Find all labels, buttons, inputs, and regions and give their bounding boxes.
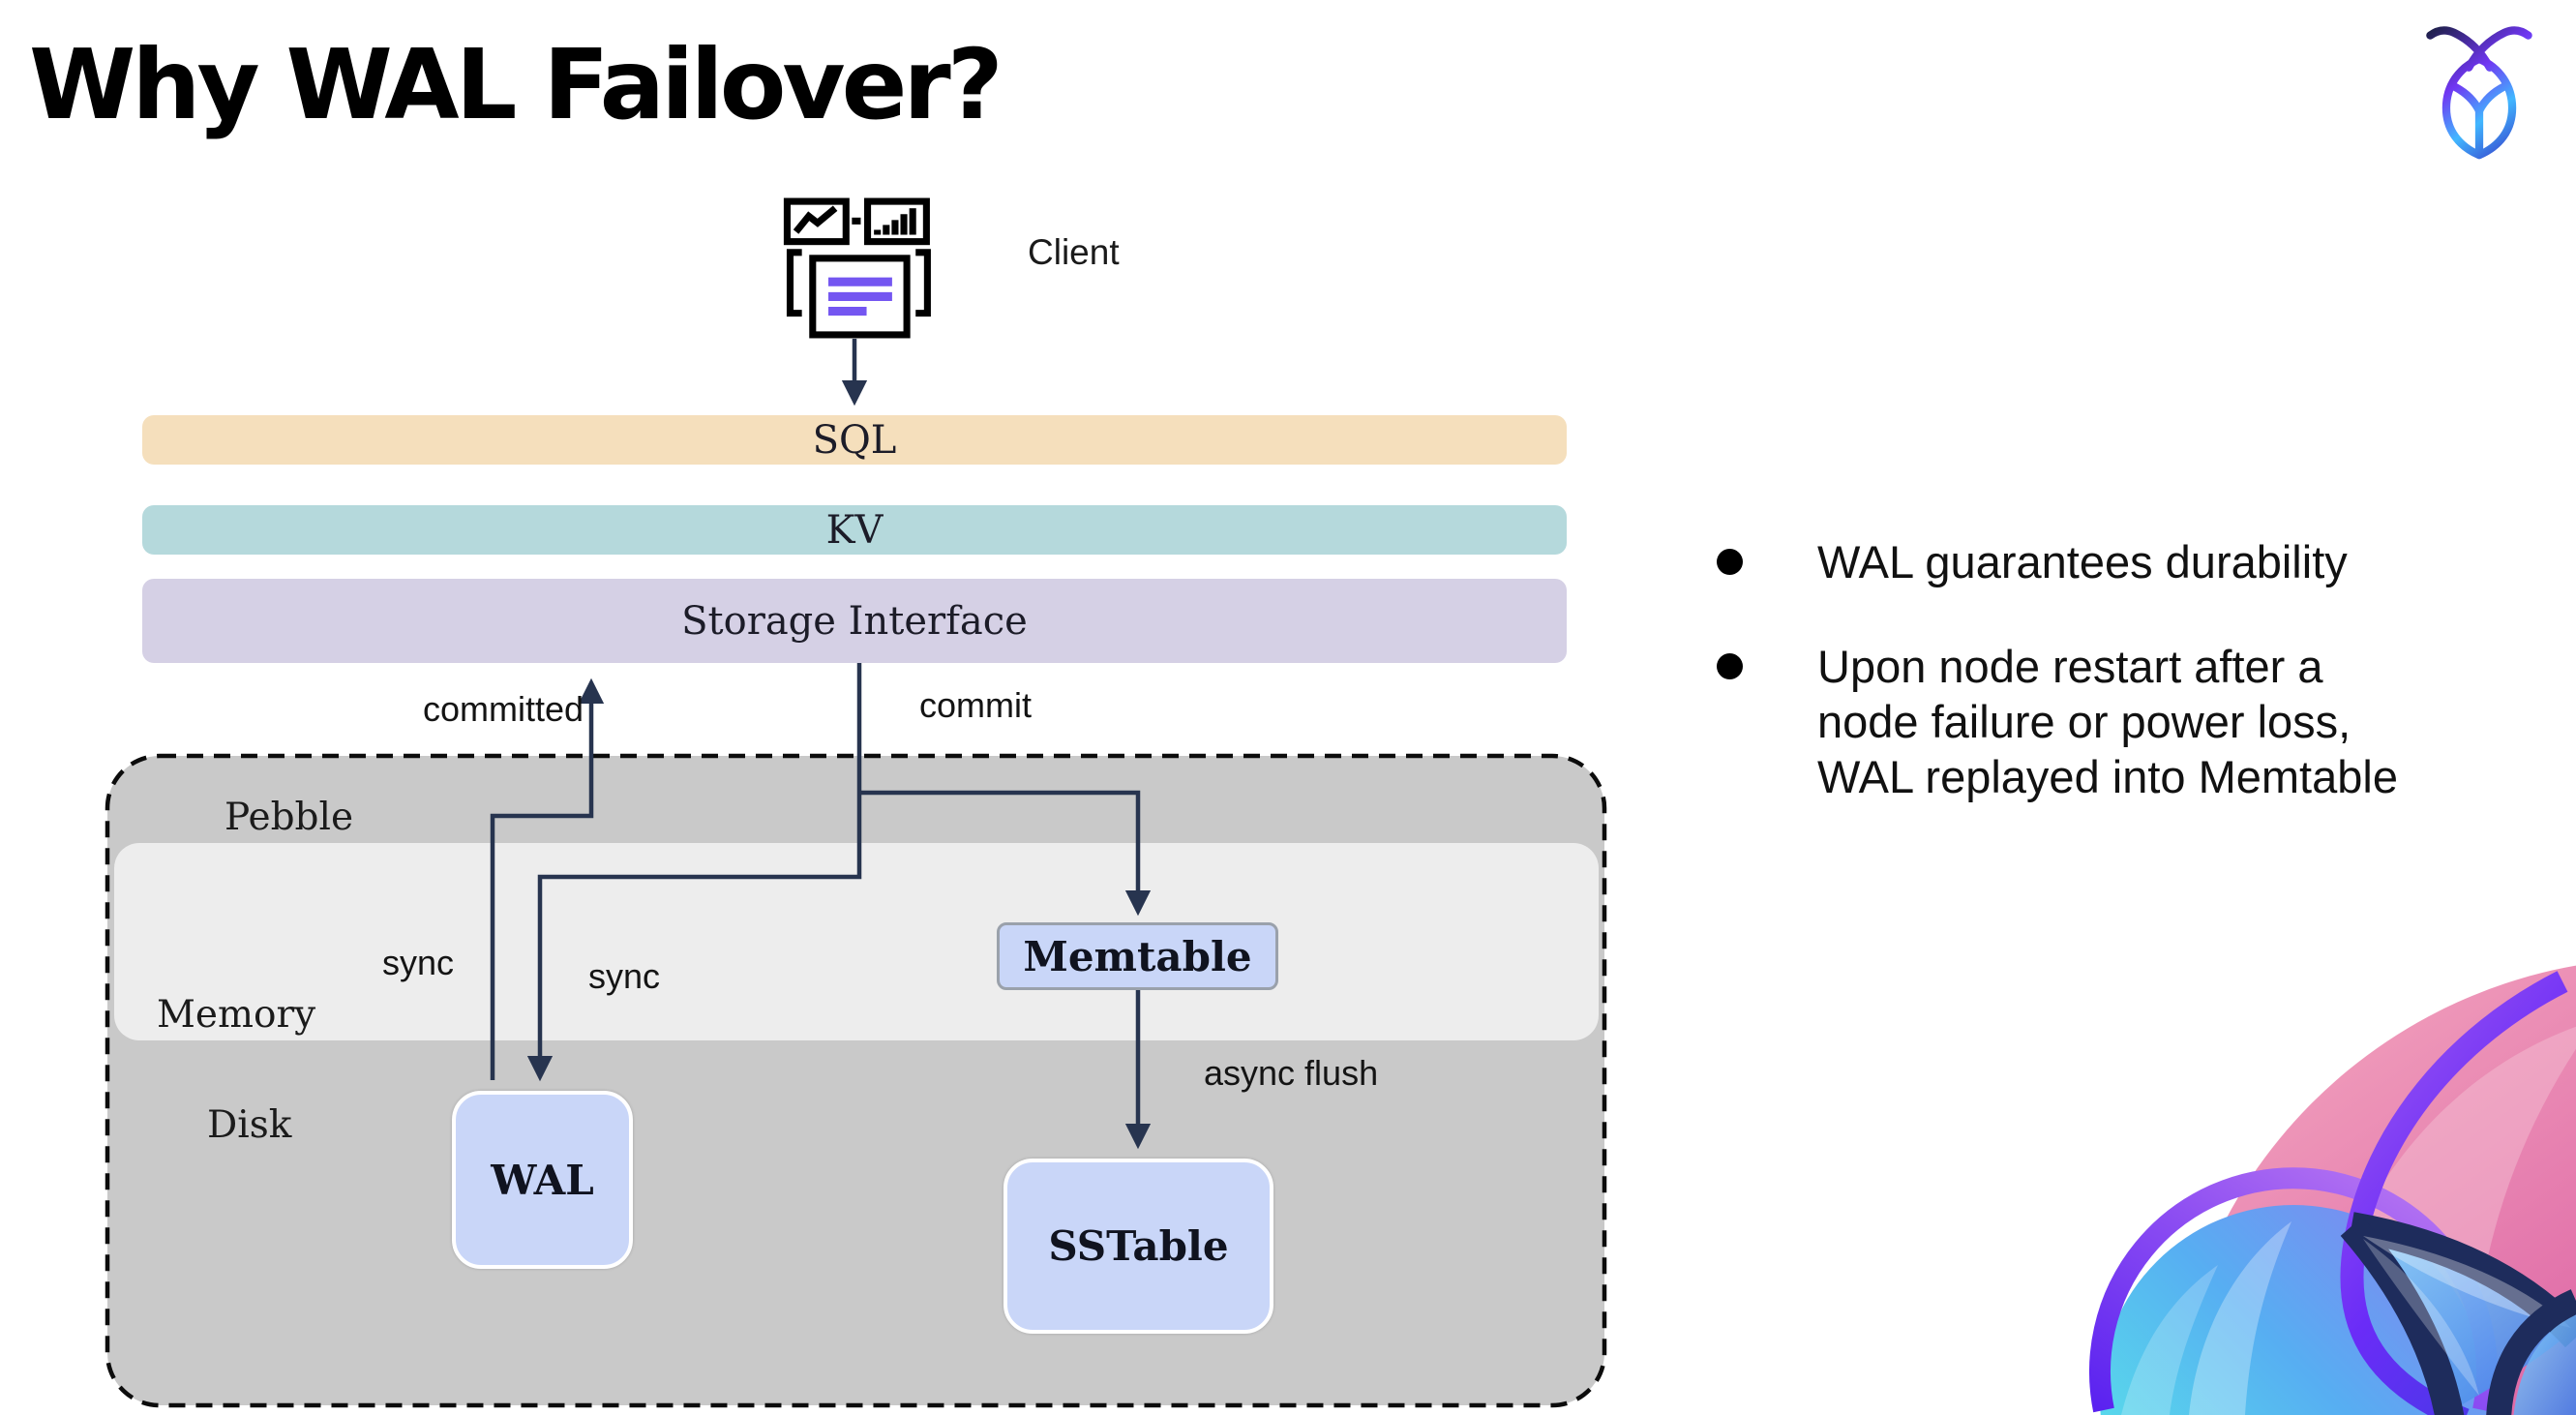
right-bracket-icon (915, 249, 931, 317)
bullet-list: WAL guarantees durability Upon node rest… (1715, 534, 2566, 804)
layer-bar-storage-interface: Storage Interface (142, 579, 1567, 663)
layer-label-storage-interface: Storage Interface (681, 598, 1028, 644)
layer-bar-sql: SQL (142, 415, 1567, 465)
line-chart-icon (783, 197, 850, 246)
wal-node-label: WAL (491, 1156, 594, 1204)
page-title: Why WAL Failover? (29, 28, 1003, 141)
edge-label-sync-up: sync (382, 943, 455, 982)
edge-label-sync-down: sync (588, 956, 661, 996)
memory-band (114, 843, 1599, 1040)
layer-label-sql: SQL (812, 417, 897, 463)
client-label: Client (1028, 232, 1120, 272)
bar-chart-icon (864, 197, 930, 246)
layer-bar-kv: KV (142, 505, 1567, 555)
sstable-node-label: SSTable (1048, 1222, 1229, 1270)
memtable-node-label: Memtable (1023, 932, 1252, 980)
pebble-label: Pebble (225, 796, 354, 839)
layer-label-kv: KV (825, 507, 884, 553)
pebble-container (105, 753, 1608, 1409)
edge-label-committed: committed (422, 689, 584, 729)
memtable-node: Memtable (997, 922, 1278, 990)
sstable-node: SSTable (1003, 1159, 1273, 1334)
bullet-item: Upon node restart after a node failure o… (1715, 639, 2566, 804)
cockroachdb-logo-icon (2408, 21, 2551, 163)
disk-region-label: Disk (207, 1103, 292, 1147)
bullet-item: WAL guarantees durability (1715, 534, 2566, 589)
client-workstation-icon (782, 196, 944, 341)
wal-node: WAL (452, 1091, 633, 1269)
brand-artwork-decoration (1899, 931, 2576, 1415)
edge-label-async-flush: async flush (1204, 1053, 1379, 1093)
left-bracket-icon (786, 249, 802, 317)
edge-label-commit: commit (919, 685, 1032, 725)
memory-region-label: Memory (157, 993, 316, 1037)
